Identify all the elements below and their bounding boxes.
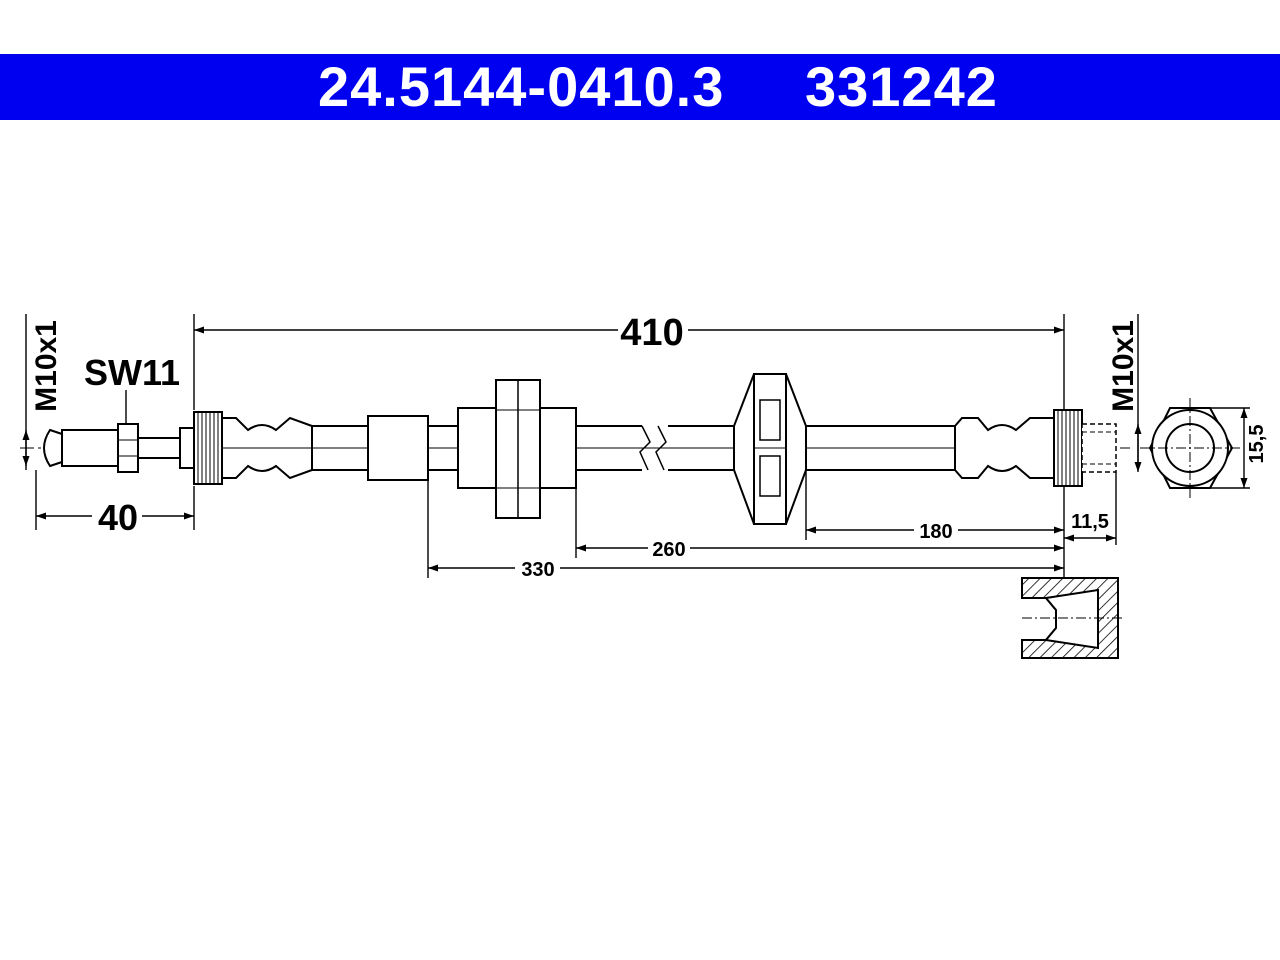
mounting-bracket xyxy=(457,379,577,519)
dimension-lines xyxy=(22,314,1250,578)
left-fitting xyxy=(43,411,313,485)
port-section-view xyxy=(1021,577,1124,659)
dim-260-label: 260 xyxy=(652,539,685,561)
dim-15-5-label: 15,5 xyxy=(1246,425,1268,464)
total-length-label: 410 xyxy=(620,312,683,354)
wrench-size-label: SW11 xyxy=(84,352,180,393)
part-number: 24.5144-0410.3 xyxy=(318,55,725,118)
right-fitting xyxy=(954,409,1117,487)
clamp-sleeve-left xyxy=(367,415,429,481)
hose-holder xyxy=(733,373,807,525)
dim-330-label: 330 xyxy=(521,559,554,581)
title-banner: 24.5144-0410.3 331242 xyxy=(0,54,1280,120)
reference-number: 331242 xyxy=(805,55,998,118)
dim-11-5-label: 11,5 xyxy=(1071,511,1109,533)
thread-left-label: M10x1 xyxy=(30,320,63,412)
dim-180-label: 180 xyxy=(919,521,952,543)
end-view xyxy=(1140,398,1240,498)
thread-right-label: M10x1 xyxy=(1107,320,1140,412)
fitting-length-label: 40 xyxy=(98,497,138,538)
